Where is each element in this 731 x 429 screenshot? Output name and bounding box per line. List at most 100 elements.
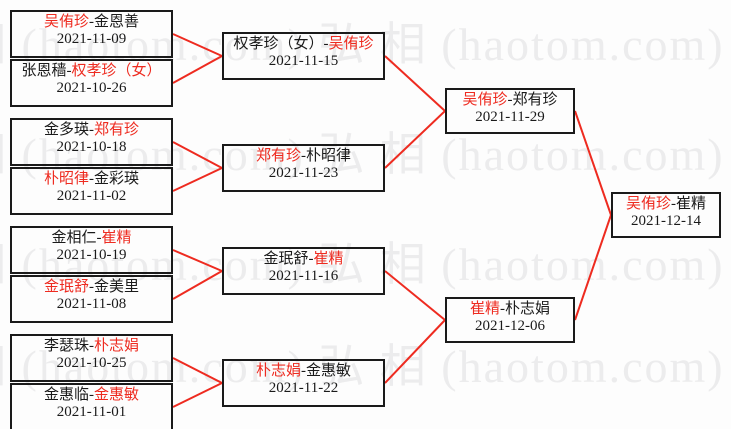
player-right: 郑有珍 <box>94 122 140 138</box>
connector-line <box>574 214 612 321</box>
match-players: 张恩穑-权孝珍（女） <box>12 63 171 80</box>
player-left: 金多瑛 <box>43 122 89 138</box>
connector-line <box>384 270 446 321</box>
player-right: 金惠敏 <box>94 387 140 403</box>
connector-line <box>172 382 223 408</box>
match-players: 吴侑珍-郑有珍 <box>447 92 573 109</box>
match-date: 2021-12-14 <box>631 212 701 229</box>
player-right: 金彩瑛 <box>94 171 140 187</box>
connector-line <box>172 357 223 384</box>
player-separator: - <box>301 148 306 164</box>
match-box[interactable]: 张恩穑-权孝珍（女）2021-10-26 <box>10 59 173 107</box>
connector-line <box>172 249 223 272</box>
player-left: 朴昭律 <box>43 171 89 187</box>
connector-line <box>384 55 446 112</box>
match-players: 金多瑛-郑有珍 <box>12 122 171 139</box>
player-separator: - <box>66 63 72 79</box>
player-separator: - <box>507 92 513 108</box>
player-separator: - <box>96 230 102 246</box>
player-separator: - <box>323 36 329 52</box>
match-players: 权孝珍（女）-吴侑珍 <box>224 36 383 53</box>
match-date: 2021-11-02 <box>56 187 127 204</box>
match-date: 2021-11-09 <box>56 30 127 47</box>
player-separator: - <box>89 14 94 30</box>
match-date: 2021-10-18 <box>56 138 127 155</box>
connector-line <box>384 319 446 384</box>
match-date: 2021-10-25 <box>56 354 127 371</box>
player-separator: - <box>89 279 94 295</box>
player-separator: - <box>89 171 94 187</box>
match-date: 2021-10-19 <box>56 246 127 263</box>
player-left: 吴侑珍 <box>462 92 508 108</box>
connector-line <box>172 141 223 169</box>
player-separator: - <box>671 196 676 212</box>
player-right: 吴侑珍 <box>328 36 374 52</box>
match-players: 金相仁-崔精 <box>12 230 171 247</box>
player-left: 金惠临 <box>43 387 89 403</box>
player-right: 朴志娟 <box>505 301 551 317</box>
match-players: 崔精-朴志娟 <box>447 301 573 318</box>
player-right: 金美里 <box>94 279 140 295</box>
player-left: 权孝珍（女） <box>233 36 324 52</box>
player-separator: - <box>500 301 505 317</box>
connector-line <box>172 270 223 300</box>
connector-line <box>384 110 446 169</box>
player-left: 朴志娟 <box>255 363 301 379</box>
player-right: 崔精 <box>101 230 132 246</box>
player-left: 吴侑珍 <box>43 14 89 30</box>
player-left: 李瑟珠 <box>43 338 89 354</box>
player-right: 朴昭律 <box>306 148 352 164</box>
connector-line <box>172 167 223 192</box>
match-date: 2021-12-06 <box>475 317 545 334</box>
player-right: 权孝珍（女） <box>71 63 162 79</box>
match-players: 吴侑珍-崔精 <box>613 196 719 213</box>
match-date: 2021-10-26 <box>56 79 127 96</box>
player-left: 金珉舒 <box>43 279 89 295</box>
match-date: 2021-11-16 <box>268 267 339 284</box>
match-players: 李瑟珠-朴志娟 <box>12 338 171 355</box>
player-separator: - <box>308 251 314 267</box>
player-right: 崔精 <box>676 196 707 212</box>
match-players: 朴志娟-金惠敏 <box>224 363 383 380</box>
player-separator: - <box>89 387 94 403</box>
player-left: 金相仁 <box>51 230 97 246</box>
player-right: 朴志娟 <box>94 338 140 354</box>
match-players: 吴侑珍-金恩善 <box>12 14 171 31</box>
player-left: 崔精 <box>469 301 500 317</box>
match-players: 金珉舒-金美里 <box>12 279 171 296</box>
match-players: 金珉舒-崔精 <box>224 251 383 268</box>
player-left: 张恩穑 <box>21 63 67 79</box>
match-date: 2021-11-29 <box>475 108 545 125</box>
match-players: 朴昭律-金彩瑛 <box>12 171 171 188</box>
player-left: 郑有珍 <box>255 148 301 164</box>
match-date: 2021-11-23 <box>268 164 339 181</box>
player-separator: - <box>89 338 94 354</box>
match-date: 2021-11-15 <box>268 52 339 69</box>
player-left: 吴侑珍 <box>625 196 671 212</box>
player-left: 金珉舒 <box>263 251 309 267</box>
connector-line <box>172 55 223 84</box>
player-right: 金恩善 <box>94 14 140 30</box>
match-date: 2021-11-22 <box>268 379 339 396</box>
match-players: 金惠临-金惠敏 <box>12 387 171 404</box>
player-separator: - <box>89 122 94 138</box>
player-right: 郑有珍 <box>512 92 558 108</box>
player-separator: - <box>301 363 306 379</box>
match-date: 2021-11-01 <box>56 403 127 420</box>
